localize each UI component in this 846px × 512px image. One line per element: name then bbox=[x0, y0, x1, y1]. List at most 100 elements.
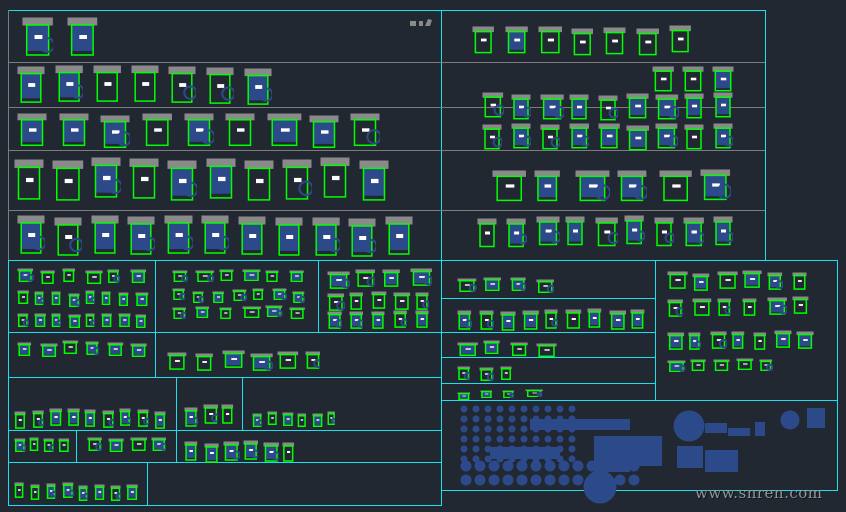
plant-symbol[interactable] bbox=[544, 435, 552, 443]
plant-symbol[interactable] bbox=[484, 415, 492, 423]
cad-block-symbol[interactable] bbox=[712, 66, 734, 92]
cad-block-symbol[interactable] bbox=[107, 269, 120, 283]
cad-block-symbol[interactable] bbox=[59, 113, 89, 147]
plant-symbol[interactable] bbox=[460, 445, 468, 453]
cad-block-symbol[interactable] bbox=[168, 66, 197, 104]
cad-block-symbol[interactable] bbox=[43, 438, 55, 453]
cad-block-symbol[interactable] bbox=[349, 292, 363, 310]
cad-block-symbol[interactable] bbox=[282, 442, 295, 462]
cad-block-symbol[interactable] bbox=[130, 269, 147, 284]
plant-symbol[interactable] bbox=[568, 455, 576, 463]
cad-block-symbol[interactable] bbox=[30, 484, 40, 500]
cad-block-symbol[interactable] bbox=[51, 313, 61, 328]
cad-block-symbol[interactable] bbox=[575, 170, 611, 202]
cad-block-symbol[interactable] bbox=[617, 170, 647, 202]
plant-symbol[interactable] bbox=[532, 435, 540, 443]
cad-block-symbol[interactable] bbox=[571, 28, 594, 56]
cad-block-symbol[interactable] bbox=[94, 484, 105, 501]
plant-symbol[interactable] bbox=[508, 415, 516, 423]
cad-block-symbol[interactable] bbox=[277, 351, 299, 369]
cad-block-symbol[interactable] bbox=[85, 341, 99, 356]
cad-block-symbol[interactable] bbox=[479, 310, 494, 330]
cad-block-symbol[interactable] bbox=[238, 216, 266, 256]
cad-block-symbol[interactable] bbox=[371, 291, 387, 309]
cad-block-symbol[interactable] bbox=[415, 292, 429, 311]
plant-symbol[interactable] bbox=[472, 435, 480, 443]
cad-block-symbol[interactable] bbox=[410, 268, 433, 286]
cad-block-symbol[interactable] bbox=[40, 270, 55, 284]
plant-symbol[interactable] bbox=[460, 415, 468, 423]
cad-block-symbol[interactable] bbox=[222, 350, 245, 368]
cad-block-symbol[interactable] bbox=[717, 271, 738, 290]
cad-block-symbol[interactable] bbox=[538, 26, 563, 54]
cad-block-symbol[interactable] bbox=[225, 113, 255, 147]
cad-block-symbol[interactable] bbox=[457, 392, 471, 400]
cad-block-symbol[interactable] bbox=[93, 65, 121, 103]
cad-block-symbol[interactable] bbox=[536, 279, 555, 293]
plant-symbol[interactable] bbox=[520, 435, 528, 443]
plant-symbol[interactable] bbox=[484, 405, 492, 413]
cad-block-symbol[interactable] bbox=[84, 409, 96, 427]
cad-block-symbol[interactable] bbox=[348, 218, 377, 258]
cad-block-symbol[interactable] bbox=[753, 332, 767, 351]
cad-block-symbol[interactable] bbox=[717, 298, 732, 317]
cad-block-symbol[interactable] bbox=[68, 314, 81, 329]
cad-block-symbol[interactable] bbox=[659, 170, 692, 202]
cad-block-symbol[interactable] bbox=[683, 217, 705, 247]
plant-symbol[interactable] bbox=[472, 455, 480, 463]
cad-block-symbol[interactable] bbox=[457, 366, 471, 380]
cad-block-symbol[interactable] bbox=[129, 158, 159, 200]
cad-block-symbol[interactable] bbox=[690, 359, 706, 371]
plant-symbol[interactable] bbox=[488, 460, 500, 472]
cad-block-symbol[interactable] bbox=[32, 410, 44, 428]
plant-symbol[interactable] bbox=[628, 474, 640, 486]
plant-symbol[interactable] bbox=[484, 445, 492, 453]
plant-symbol[interactable] bbox=[556, 435, 564, 443]
cad-block-symbol[interactable] bbox=[510, 342, 528, 357]
cad-block-symbol[interactable] bbox=[595, 217, 619, 247]
cad-block-symbol[interactable] bbox=[206, 158, 236, 200]
plant-symbol[interactable] bbox=[484, 435, 492, 443]
cad-block-symbol[interactable] bbox=[684, 124, 704, 150]
cad-block-symbol[interactable] bbox=[540, 94, 564, 120]
cad-block-symbol[interactable] bbox=[14, 411, 26, 429]
cad-block-symbol[interactable] bbox=[195, 306, 210, 319]
cad-block-symbol[interactable] bbox=[713, 92, 733, 118]
cad-block-symbol[interactable] bbox=[267, 113, 302, 147]
cad-block-symbol[interactable] bbox=[14, 159, 44, 201]
plant-symbol[interactable] bbox=[460, 435, 468, 443]
cad-block-symbol[interactable] bbox=[700, 169, 731, 201]
cad-block-symbol[interactable] bbox=[282, 159, 313, 201]
cad-block-symbol[interactable] bbox=[219, 307, 232, 319]
cad-block-symbol[interactable] bbox=[275, 217, 303, 257]
cad-block-symbol[interactable] bbox=[598, 123, 620, 149]
cad-block-symbol[interactable] bbox=[598, 95, 618, 121]
plant-symbol[interactable] bbox=[520, 425, 528, 433]
plant-symbol[interactable] bbox=[508, 405, 516, 413]
cad-block-symbol[interactable] bbox=[536, 216, 560, 246]
cad-block-symbol[interactable] bbox=[327, 293, 345, 311]
cad-block-symbol[interactable] bbox=[195, 270, 215, 283]
cad-block-symbol[interactable] bbox=[320, 157, 350, 199]
cad-block-symbol[interactable] bbox=[483, 277, 502, 291]
cad-block-symbol[interactable] bbox=[204, 443, 219, 463]
plant-symbol[interactable] bbox=[614, 474, 626, 486]
cad-block-symbol[interactable] bbox=[480, 390, 493, 398]
cad-block-symbol[interactable] bbox=[252, 413, 263, 427]
tile-pattern-symbol[interactable] bbox=[530, 419, 630, 430]
cad-block-symbol[interactable] bbox=[289, 307, 305, 320]
cad-block-symbol[interactable] bbox=[242, 269, 261, 282]
cad-block-symbol[interactable] bbox=[252, 288, 264, 301]
cad-block-symbol[interactable] bbox=[457, 278, 477, 293]
cad-block-symbol[interactable] bbox=[536, 343, 557, 357]
cad-block-symbol[interactable] bbox=[534, 170, 560, 202]
cad-block-symbol[interactable] bbox=[267, 411, 278, 426]
plant-symbol[interactable] bbox=[502, 460, 514, 472]
cad-block-symbol[interactable] bbox=[505, 26, 528, 54]
cad-block-symbol[interactable] bbox=[667, 271, 688, 289]
cad-block-symbol[interactable] bbox=[477, 218, 497, 248]
cad-block-symbol[interactable] bbox=[232, 289, 247, 302]
cad-block-symbol[interactable] bbox=[55, 65, 84, 103]
plant-symbol[interactable] bbox=[516, 474, 528, 486]
plant-symbol[interactable] bbox=[568, 445, 576, 453]
